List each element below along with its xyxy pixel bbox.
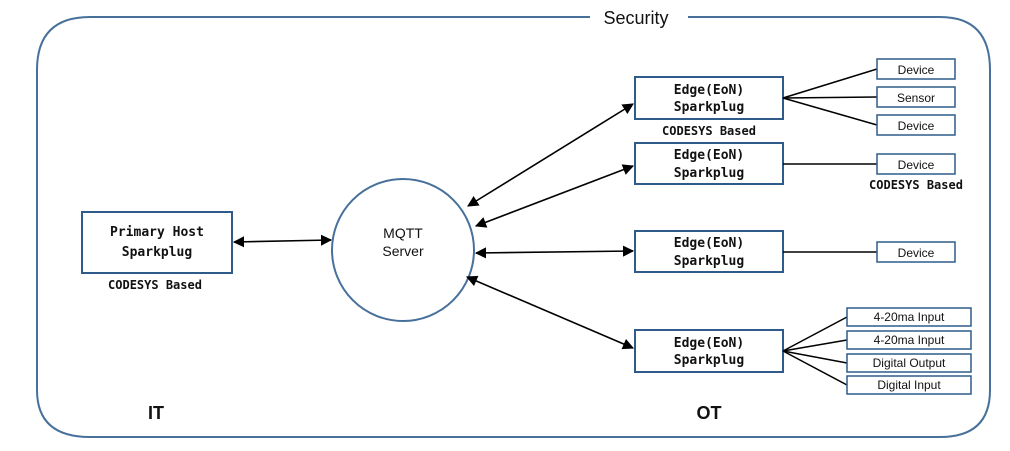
device-box: Device	[876, 153, 956, 175]
sensor-label: Sensor	[897, 91, 935, 105]
device-label: Device	[898, 246, 935, 260]
device-box: Device	[876, 241, 956, 263]
primary-host-node: Primary Host Sparkplug	[81, 211, 233, 274]
edge-3-line2: Sparkplug	[674, 254, 744, 269]
device-box: Device	[876, 114, 956, 136]
security-title: Security	[603, 8, 668, 28]
edge-4-link-input-1	[782, 316, 848, 352]
edge-3-line1: Edge(EoN)	[674, 236, 744, 251]
edge-4-line2: Sparkplug	[674, 353, 744, 368]
arrow-server-edge-3	[474, 245, 635, 259]
arrow-server-edge-2	[474, 164, 635, 228]
io-label: 4-20ma Input	[874, 333, 945, 347]
mqtt-server-node: MQTT Server	[331, 178, 475, 322]
edge-2-device-caption: CODESYS Based	[869, 178, 963, 192]
edge-2-line2: Sparkplug	[674, 166, 744, 181]
edge-node-2: Edge(EoN) Sparkplug	[634, 142, 784, 185]
io-label: Digital Input	[877, 378, 941, 392]
edge-1-link-device-bottom	[782, 97, 878, 126]
io-box: 4-20ma Input	[846, 307, 972, 327]
mqtt-server-line2: Server	[382, 243, 424, 259]
edge-1-line1: Edge(EoN)	[674, 83, 744, 98]
edge-1-link-device-top	[782, 68, 878, 99]
edge-4-link-input-2	[782, 339, 848, 352]
edge-2-line1: Edge(EoN)	[674, 148, 744, 163]
primary-host-line1: Primary Host	[110, 225, 204, 240]
device-label: Device	[898, 119, 935, 133]
sensor-box: Sensor	[876, 86, 956, 108]
primary-host-line2: Sparkplug	[122, 245, 192, 260]
device-label: Device	[898, 158, 935, 172]
edge-4-link-digital-input	[782, 350, 848, 386]
io-box: Digital Input	[846, 375, 972, 395]
edge-1-link-sensor	[782, 96, 878, 99]
io-box: Digital Output	[846, 353, 972, 373]
edge-1-caption: CODESYS Based	[662, 124, 756, 138]
device-box: Device	[876, 58, 956, 80]
edge-4-line1: Edge(EoN)	[674, 336, 744, 351]
edge-node-4: Edge(EoN) Sparkplug	[634, 329, 784, 373]
io-label: 4-20ma Input	[874, 310, 945, 324]
edge-4-link-output	[782, 350, 848, 364]
arrow-server-edge-4	[465, 275, 635, 350]
io-label: Digital Output	[873, 356, 946, 370]
device-label: Device	[898, 63, 935, 77]
edge-node-3: Edge(EoN) Sparkplug	[634, 230, 784, 273]
primary-host-caption: CODESYS Based	[108, 278, 202, 292]
security-frame	[36, 16, 991, 438]
arrow-server-edge-1	[467, 103, 634, 207]
zone-label-it: IT	[148, 403, 164, 423]
arrow-host-server	[232, 234, 333, 248]
edge-node-1: Edge(EoN) Sparkplug	[634, 76, 784, 120]
mqtt-server-line1: MQTT	[383, 225, 423, 241]
io-box: 4-20ma Input	[846, 330, 972, 350]
edge-1-line2: Sparkplug	[674, 100, 744, 115]
zone-label-ot: OT	[697, 403, 722, 423]
